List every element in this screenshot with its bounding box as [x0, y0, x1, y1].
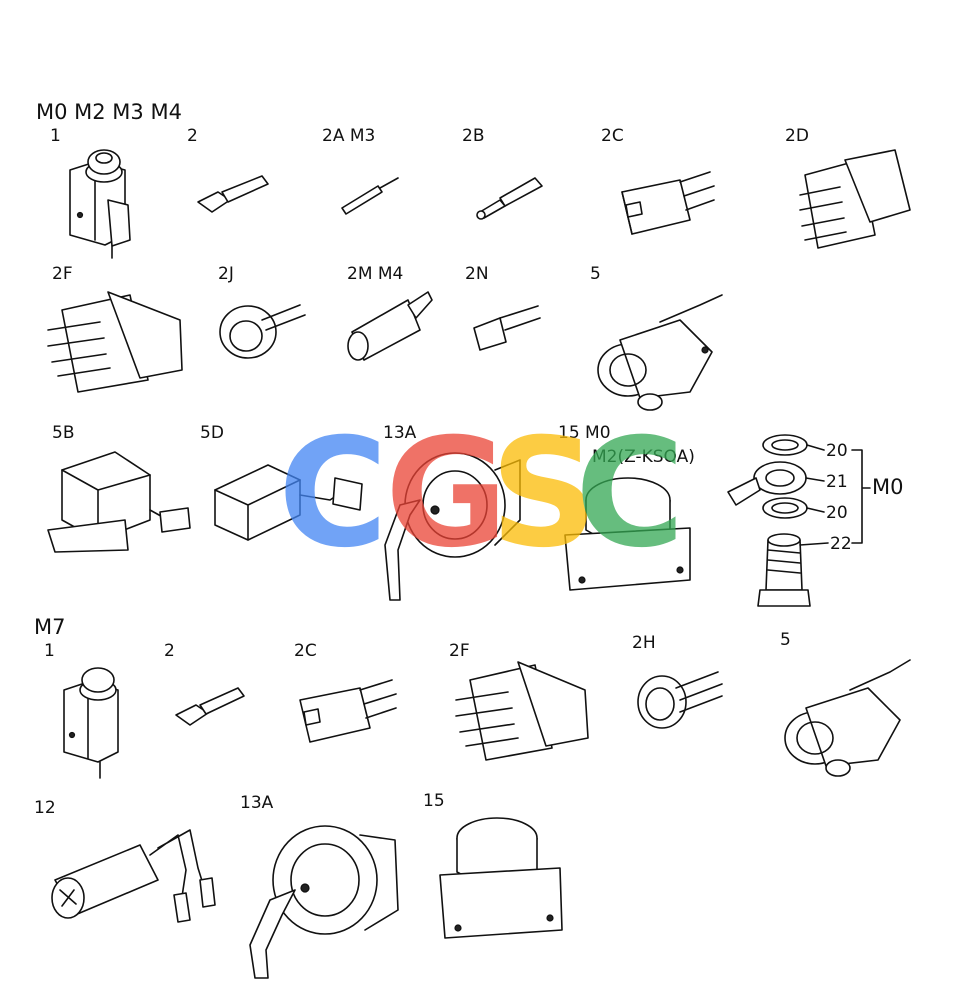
- part-m7-2f-multi-connector: [455, 661, 589, 761]
- part-1-push-switch: [69, 149, 131, 259]
- label-5: 5: [590, 264, 601, 284]
- callout-20-bottom: 20: [826, 503, 848, 523]
- part-2j-round-connector: [219, 304, 306, 359]
- watermark-letter-3: S: [490, 407, 598, 581]
- label-2c: 2C: [601, 126, 624, 146]
- part-2f-multi-connector: [47, 291, 183, 393]
- watermark-letter-2: G: [385, 407, 508, 581]
- label-2b: 2B: [462, 126, 484, 146]
- part-m7-1-push-switch: [63, 667, 119, 779]
- label-m7-2: 2: [164, 641, 175, 661]
- part-m7-2c-connector: [299, 679, 397, 743]
- label-15: 15 M0: [558, 423, 611, 443]
- bolt-22: [765, 539, 803, 591]
- label-5d: 5D: [200, 423, 224, 443]
- callout-22: 22: [830, 534, 852, 554]
- label-m7-12: 12: [34, 798, 56, 818]
- label-m7-2h: 2H: [632, 633, 656, 653]
- label-2n: 2N: [465, 264, 489, 284]
- washer-20-bottom: [762, 497, 808, 519]
- banjo-21: [753, 461, 807, 495]
- washer-20-top: [762, 434, 808, 456]
- label-m7-15: 15: [423, 791, 445, 811]
- label-2a: 2A M3: [322, 126, 375, 146]
- part-m7-13a-key-switch: [249, 825, 399, 979]
- part-2m-sleeve: [347, 291, 433, 361]
- part-banjo-fitting: [727, 434, 871, 607]
- label-m7-2c: 2C: [294, 641, 317, 661]
- part-2a-pin-terminal: [341, 177, 399, 215]
- bracket-label-m0: M0: [872, 475, 903, 499]
- part-2n-connector: [473, 305, 541, 351]
- watermark-letter-4: C: [575, 407, 685, 581]
- label-m7-2f: 2F: [449, 641, 470, 661]
- label-2: 2: [187, 126, 198, 146]
- label-m7-13a: 13A: [240, 793, 274, 813]
- part-13a-key-switch: [384, 452, 521, 601]
- callout-20-top: 20: [826, 441, 848, 461]
- watermark-letter-1: C: [278, 407, 388, 581]
- part-2b-bullet-terminal: [476, 177, 543, 220]
- group-label-m7: M7: [34, 615, 65, 639]
- callout-21: 21: [826, 472, 848, 492]
- part-15-main-solenoid: [564, 477, 691, 591]
- part-5-solenoid: [597, 294, 723, 411]
- part-2-flat-terminal: [197, 175, 269, 213]
- part-m7-12-glow-plug-switch: [51, 829, 216, 923]
- part-m7-2h-round-connector: [637, 671, 723, 729]
- part-m7-15-solenoid: [439, 817, 563, 939]
- watermark: C G S C: [278, 407, 685, 581]
- label-2f: 2F: [52, 264, 73, 284]
- label-2j: 2J: [218, 264, 234, 284]
- label-15-variant: M2(Z-KSOA): [592, 447, 695, 467]
- part-5d-regulator: [214, 464, 363, 541]
- part-2d-multi-connector: [799, 149, 911, 249]
- part-5b-relay: [47, 451, 191, 553]
- group-label-m0-m2-m3-m4: M0 M2 M3 M4: [36, 100, 182, 124]
- label-m7-1: 1: [44, 641, 55, 661]
- part-m7-5-solenoid: [784, 659, 911, 777]
- label-m7-5: 5: [780, 630, 791, 650]
- part-2c-connector: [621, 171, 715, 235]
- label-5b: 5B: [52, 423, 74, 443]
- label-1: 1: [50, 126, 61, 146]
- label-13a: 13A: [383, 423, 417, 443]
- label-2d: 2D: [785, 126, 809, 146]
- label-2m: 2M M4: [347, 264, 403, 284]
- part-m7-2-flat-terminal: [175, 687, 245, 726]
